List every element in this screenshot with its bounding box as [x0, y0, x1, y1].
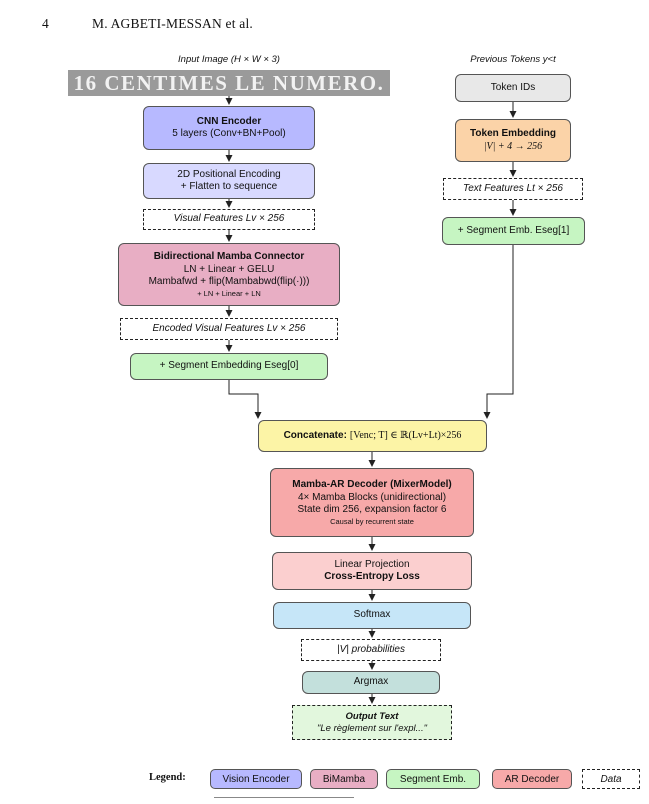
output-text-value: "Le règlement sur l'expl..." — [317, 723, 427, 735]
decoder-line-2: State dim 256, expansion factor 6 — [298, 504, 447, 517]
segment-embedding-0-box: + Segment Embedding Eseg[0] — [130, 353, 328, 380]
decoder-line-3: Causal by recurrent state — [330, 517, 414, 526]
softmax-box: Softmax — [273, 602, 471, 629]
legend-title: Legend: — [149, 772, 186, 783]
bimamba-line-2: Mambafwd + flip(Mambabwd(flip(·))) — [149, 276, 310, 289]
input-image-caption: Input Image (H × W × 3) — [130, 54, 328, 65]
arrow-seg0-concat — [229, 380, 258, 418]
concatenate-label: Concatenate: — [284, 430, 347, 443]
positional-line-2: + Flatten to sequence — [181, 181, 277, 194]
input-image-text: 16 CENTIMES LE NUMERO. — [74, 71, 385, 95]
token-ids-box: Token IDs — [455, 74, 571, 102]
cnn-encoder-box: CNN Encoder 5 layers (Conv+BN+Pool) — [143, 106, 315, 150]
linear-line-2: Cross-Entropy Loss — [324, 571, 420, 584]
legend-data: Data — [582, 769, 640, 789]
cnn-encoder-detail: 5 layers (Conv+BN+Pool) — [172, 128, 285, 141]
decoder-line-1: 4× Mamba Blocks (unidirectional) — [298, 492, 446, 505]
linear-projection-box: Linear Projection Cross-Entropy Loss — [272, 552, 472, 590]
previous-tokens-caption: Previous Tokens y<t — [430, 54, 596, 65]
output-text-box: Output Text "Le règlement sur l'expl..." — [292, 705, 452, 740]
decoder-title: Mamba-AR Decoder (MixerModel) — [292, 479, 451, 492]
linear-line-1: Linear Projection — [334, 559, 409, 572]
cnn-encoder-title: CNN Encoder — [197, 116, 261, 129]
bimamba-connector-box: Bidirectional Mamba Connector LN + Linea… — [118, 243, 340, 306]
argmax-box: Argmax — [302, 671, 440, 694]
legend-bimamba: BiMamba — [310, 769, 378, 789]
visual-features-data: Visual Features Lv × 256 — [143, 209, 315, 230]
token-embedding-title: Token Embedding — [470, 128, 556, 141]
text-features-data: Text Features Lt × 256 — [443, 178, 583, 200]
legend-segment-emb: Segment Emb. — [386, 769, 480, 789]
input-image: 16 CENTIMES LE NUMERO. — [68, 70, 390, 96]
bimamba-line-1: LN + Linear + GELU — [184, 264, 275, 277]
positional-encoding-box: 2D Positional Encoding + Flatten to sequ… — [143, 163, 315, 199]
legend-ar-decoder: AR Decoder — [492, 769, 572, 789]
probabilities-data: |V| probabilities — [301, 639, 441, 661]
bimamba-title: Bidirectional Mamba Connector — [154, 251, 305, 264]
legend-vision-encoder: Vision Encoder — [210, 769, 302, 789]
segment-embedding-1-box: + Segment Emb. Eseg[1] — [442, 217, 585, 245]
positional-line-1: 2D Positional Encoding — [177, 169, 280, 182]
concatenate-formula: [Venc; T] ∈ ℝ(Lv+Lt)×256 — [350, 430, 462, 443]
output-text-title: Output Text — [346, 711, 399, 723]
legend: Legend: Vision Encoder BiMamba Segment E… — [0, 767, 649, 791]
mamba-ar-decoder-box: Mamba-AR Decoder (MixerModel) 4× Mamba B… — [270, 468, 474, 537]
bimamba-line-3: + LN + Linear + LN — [197, 289, 261, 298]
token-embedding-detail: |V| + 4 → 256 — [484, 141, 542, 154]
encoded-visual-features-data: Encoded Visual Features Lv × 256 — [120, 318, 338, 340]
concatenate-box: Concatenate: [Venc; T] ∈ ℝ(Lv+Lt)×256 — [258, 420, 487, 452]
token-embedding-box: Token Embedding |V| + 4 → 256 — [455, 119, 571, 162]
arrow-seg1-concat — [487, 245, 513, 418]
